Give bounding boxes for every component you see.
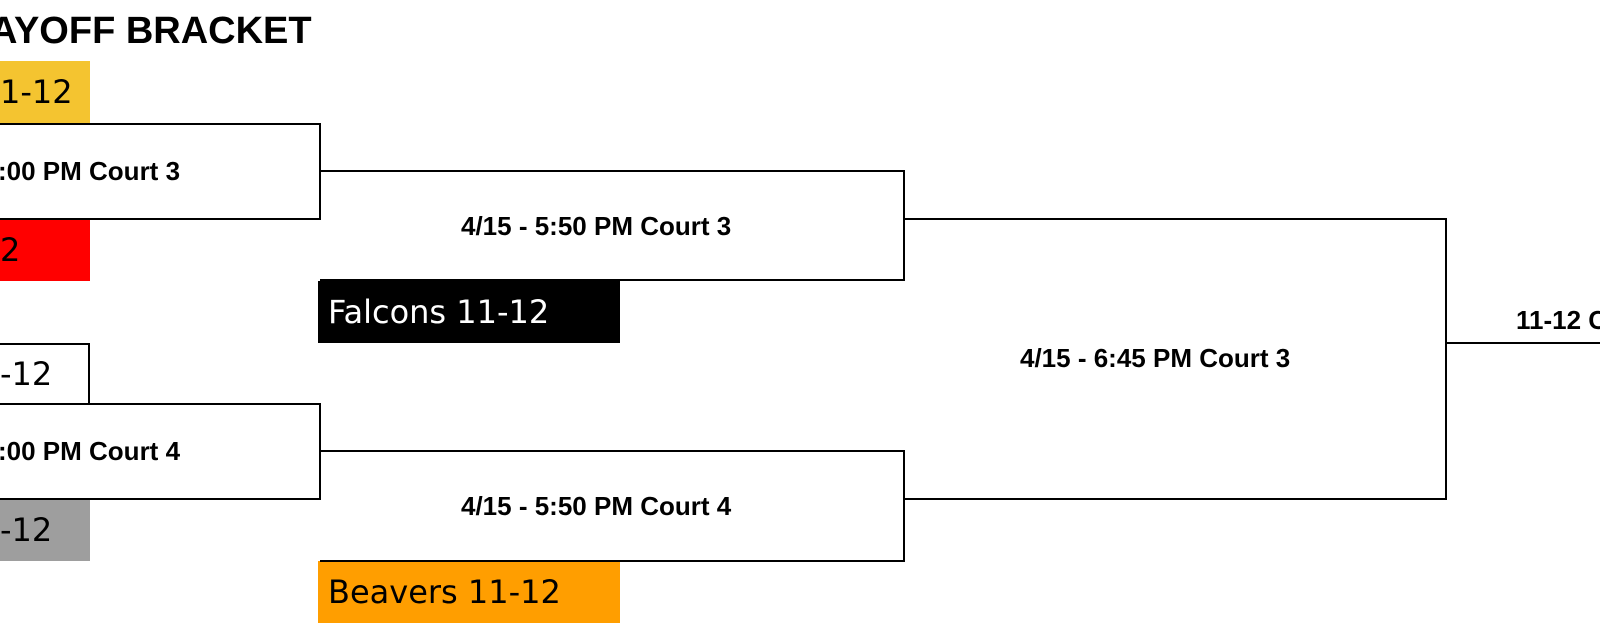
final-label: 11-12 C <box>1516 305 1600 335</box>
team-label: Falcons 11-12 <box>328 293 550 331</box>
round1-team-gray: -12 <box>0 499 90 561</box>
round1-team-red: 2 <box>0 219 90 281</box>
round2-team-beavers: Beavers 11-12 <box>318 561 620 623</box>
team-label: Beavers 11-12 <box>328 573 561 611</box>
semifinal-game: 4/15 - 6:45 PM Court 3 <box>1020 343 1291 373</box>
round1-team-yellow: 1-12 <box>0 61 90 123</box>
team-label: 2 <box>0 231 21 269</box>
round2-game-bottom: 4/15 - 5:50 PM Court 4 <box>461 491 732 521</box>
round2-team-falcons: Falcons 11-12 <box>318 281 620 343</box>
round1-team-white: -12 <box>0 343 90 403</box>
team-label: -12 <box>0 355 53 393</box>
team-label: -12 <box>0 511 53 549</box>
page-title: AYOFF BRACKET <box>0 10 312 52</box>
round2-game-top: 4/15 - 5:50 PM Court 3 <box>461 211 732 241</box>
round2-top-box <box>320 170 905 281</box>
round1-game-bottom: :00 PM Court 4 <box>0 436 181 466</box>
round2-bottom-box <box>320 450 905 562</box>
team-label: 1-12 <box>0 73 73 111</box>
semifinal-box <box>904 218 1447 500</box>
round1-game-top: :00 PM Court 3 <box>0 156 181 186</box>
